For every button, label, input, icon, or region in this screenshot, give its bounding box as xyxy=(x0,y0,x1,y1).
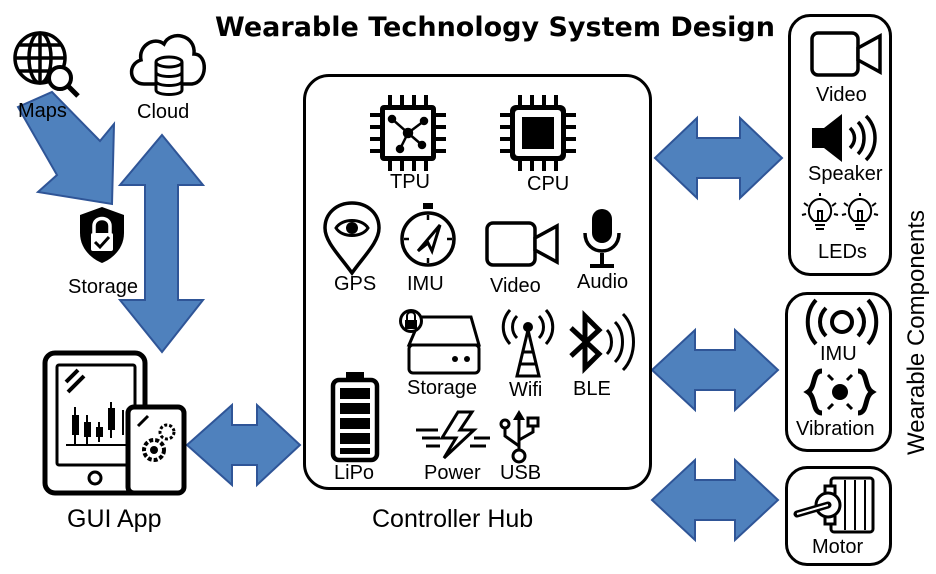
compass-icon xyxy=(400,203,456,267)
gps-label: GPS xyxy=(334,273,377,295)
storage-drive-icon xyxy=(399,309,481,375)
microphone-icon xyxy=(583,209,621,268)
maps-to-storage-arrow xyxy=(16,90,116,206)
gui-app-icon xyxy=(42,350,187,496)
cloud-database-icon xyxy=(129,33,206,96)
storage-label-hub: Storage xyxy=(407,377,478,399)
maps-label: Maps xyxy=(18,100,67,122)
motor-label: Motor xyxy=(812,536,864,558)
gui-hub-arrow xyxy=(185,402,302,488)
cpu-chip-icon xyxy=(500,95,576,171)
storage-label-left: Storage xyxy=(68,276,139,298)
usb-label: USB xyxy=(500,462,542,484)
video-camera-icon-right xyxy=(810,31,882,77)
controller-hub-label: Controller Hub xyxy=(372,505,534,533)
cloud-label: Cloud xyxy=(137,101,190,123)
usb-icon xyxy=(499,410,540,464)
hub-motor-arrow xyxy=(650,457,780,543)
battery-icon xyxy=(330,372,380,463)
audio-label: Audio xyxy=(577,271,629,293)
stepper-motor-icon xyxy=(793,476,875,534)
ble-label: BLE xyxy=(573,378,611,400)
video-label-hub: Video xyxy=(490,275,541,297)
cpu-label: CPU xyxy=(527,173,570,195)
imu-label-right: IMU xyxy=(820,343,857,365)
leds-label: LEDs xyxy=(818,241,867,263)
gui-app-label: GUI App xyxy=(67,505,162,533)
imu-signal-icon xyxy=(805,298,879,346)
wifi-label: Wifi xyxy=(509,379,543,401)
wearable-components-label: Wearable Components xyxy=(903,209,930,455)
wifi-tower-icon xyxy=(501,308,555,378)
cloud-gui-arrow xyxy=(117,133,206,354)
tpu-chip-icon xyxy=(370,95,446,171)
video-label-right: Video xyxy=(816,84,867,106)
gps-pin-icon xyxy=(323,201,381,277)
imu-label-hub: IMU xyxy=(407,273,444,295)
hub-sensor-arrow xyxy=(650,327,780,413)
shield-lock-icon xyxy=(80,207,124,263)
hub-output-arrow xyxy=(653,115,784,201)
video-camera-icon xyxy=(485,221,559,267)
tpu-label: TPU xyxy=(390,171,430,193)
diagram-title: Wearable Technology System Design xyxy=(215,12,775,43)
lipo-label: LiPo xyxy=(334,462,375,484)
globe-search-icon xyxy=(13,31,80,98)
speaker-label: Speaker xyxy=(808,163,883,185)
power-bolt-icon xyxy=(416,410,490,460)
speaker-icon xyxy=(812,114,877,162)
power-label: Power xyxy=(424,462,481,484)
led-bulbs-icon xyxy=(801,193,879,230)
vibration-label: Vibration xyxy=(796,418,875,440)
bluetooth-icon xyxy=(569,309,635,375)
vibration-icon xyxy=(803,368,877,416)
